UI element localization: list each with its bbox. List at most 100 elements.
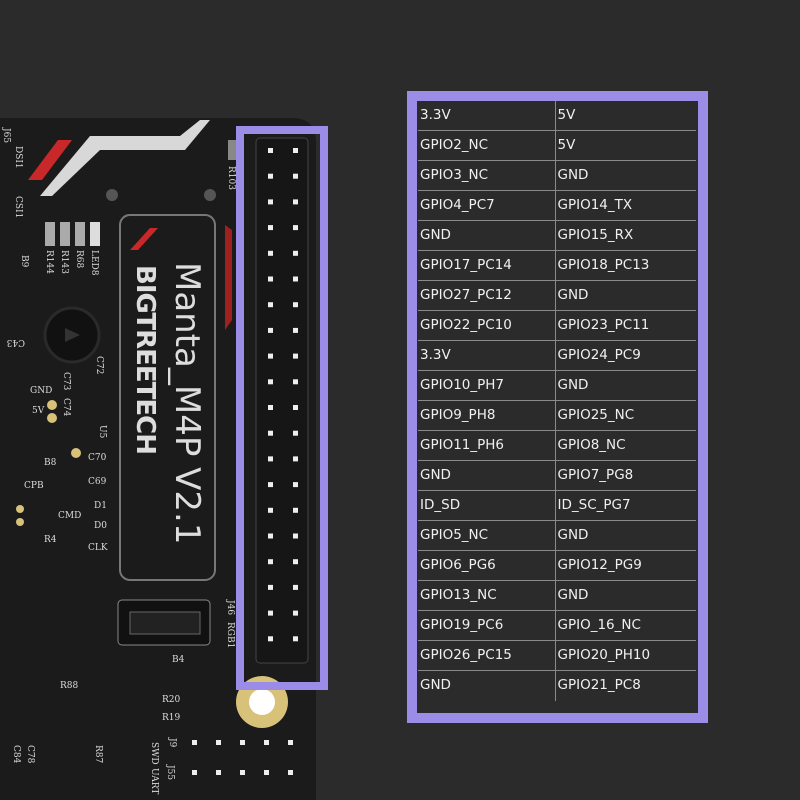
bottom-header-pin bbox=[192, 740, 197, 745]
pin-even-cell: GPIO15_RX bbox=[554, 220, 696, 252]
pin-even-cell: GPIO25_NC bbox=[554, 400, 696, 432]
bottom-header-pin bbox=[216, 740, 221, 745]
silkscreen-label: LED8 bbox=[89, 250, 99, 276]
silkscreen-label: R144 bbox=[44, 250, 54, 274]
bottom-header-pin bbox=[240, 770, 245, 775]
silkscreen-label: R68 bbox=[74, 250, 84, 269]
pin-odd-cell: GPIO22_PC10 bbox=[418, 310, 556, 342]
header-pin bbox=[293, 430, 298, 436]
silkscreen-label: DSI1 bbox=[13, 146, 23, 169]
pin-even-cell: GND bbox=[554, 520, 696, 552]
silkscreen-label: D0 bbox=[94, 521, 107, 531]
pin-odd-cell: 3.3V bbox=[418, 340, 556, 372]
header-pin bbox=[268, 225, 273, 231]
pin-odd-cell: GND bbox=[418, 220, 556, 252]
silkscreen-label: C70 bbox=[88, 453, 107, 463]
header-pin bbox=[293, 533, 298, 539]
board-model-label: Manta_M4P V2.1 bbox=[167, 262, 207, 545]
pin-even-cell: 5V bbox=[554, 130, 696, 162]
header-pin bbox=[268, 584, 273, 590]
header-pin bbox=[293, 482, 298, 488]
header-pin bbox=[293, 173, 298, 179]
silkscreen-label: GND bbox=[30, 386, 52, 396]
silkscreen-label: R87 bbox=[93, 745, 103, 764]
pin-odd-cell: GND bbox=[418, 460, 556, 492]
header-pin bbox=[268, 610, 273, 616]
brand-logo: BIGTREETECH bbox=[130, 265, 160, 454]
silkscreen-label: J46 bbox=[225, 599, 235, 615]
bottom-header-pin bbox=[288, 740, 293, 745]
silkscreen-label: R143 bbox=[59, 250, 69, 274]
pin-even-cell: GPIO23_PC11 bbox=[554, 310, 696, 342]
pin-odd-cell: GND bbox=[418, 670, 556, 701]
silkscreen-label: RGB1 bbox=[225, 622, 235, 648]
header-pin bbox=[268, 456, 273, 462]
pin-odd-cell: GPIO9_PH8 bbox=[418, 400, 556, 432]
header-pin bbox=[268, 276, 273, 282]
gpio-header-highlight bbox=[236, 126, 328, 690]
pin-even-cell: GPIO24_PC9 bbox=[554, 340, 696, 372]
pin-even-cell: GND bbox=[554, 370, 696, 402]
header-pin bbox=[293, 636, 298, 642]
header-pin bbox=[293, 405, 298, 410]
silkscreen-label: C84 bbox=[11, 745, 21, 764]
header-pin bbox=[293, 379, 298, 385]
pin-even-cell: GND bbox=[554, 580, 696, 612]
pin-odd-cell: GPIO17_PC14 bbox=[418, 250, 556, 282]
pin-odd-cell: GPIO3_NC bbox=[418, 160, 556, 192]
silkscreen-label: C78 bbox=[25, 745, 35, 764]
silkscreen-label: R103 bbox=[226, 166, 236, 190]
pin-odd-cell: GPIO4_PC7 bbox=[418, 190, 556, 222]
silkscreen-label: C72 bbox=[94, 356, 104, 374]
pin-even-cell: GPIO8_NC bbox=[554, 430, 696, 462]
pin-odd-cell: GPIO10_PH7 bbox=[418, 370, 556, 402]
header-pin bbox=[268, 430, 273, 436]
pin-odd-cell: GPIO27_PC12 bbox=[418, 280, 556, 312]
pin-even-cell: GPIO18_PC13 bbox=[554, 250, 696, 282]
bottom-header-pin bbox=[240, 740, 245, 745]
bottom-header-pin bbox=[264, 740, 269, 745]
header-pin bbox=[268, 173, 273, 179]
silkscreen-label: CMD bbox=[58, 511, 81, 521]
pin-even-cell: ID_SC_PG7 bbox=[554, 490, 696, 522]
silkscreen-label: CLK bbox=[88, 543, 108, 553]
header-pin bbox=[268, 559, 273, 565]
header-pin bbox=[268, 507, 273, 513]
silkscreen-label: CPB bbox=[24, 481, 44, 491]
pin-even-cell: GPIO20_PH10 bbox=[554, 640, 696, 672]
pin-even-cell: GPIO_16_NC bbox=[554, 610, 696, 642]
bottom-header-pin bbox=[288, 770, 293, 775]
pin-odd-cell: GPIO6_PG6 bbox=[418, 550, 556, 582]
pin-odd-cell: GPIO5_NC bbox=[418, 520, 556, 552]
pin-odd-cell: GPIO11_PH6 bbox=[418, 430, 556, 462]
header-pin bbox=[268, 148, 273, 153]
bottom-header-pin bbox=[192, 770, 197, 775]
silkscreen-label: J55 bbox=[165, 764, 175, 780]
header-pin bbox=[268, 353, 273, 359]
silkscreen-label: C43 bbox=[6, 337, 25, 347]
header-pin bbox=[293, 507, 298, 513]
pinout-table-frame bbox=[407, 91, 708, 723]
pin-odd-cell: GPIO19_PC6 bbox=[418, 610, 556, 642]
silkscreen-label: C73 bbox=[61, 372, 71, 391]
silkscreen-label: CSI1 bbox=[13, 196, 23, 218]
